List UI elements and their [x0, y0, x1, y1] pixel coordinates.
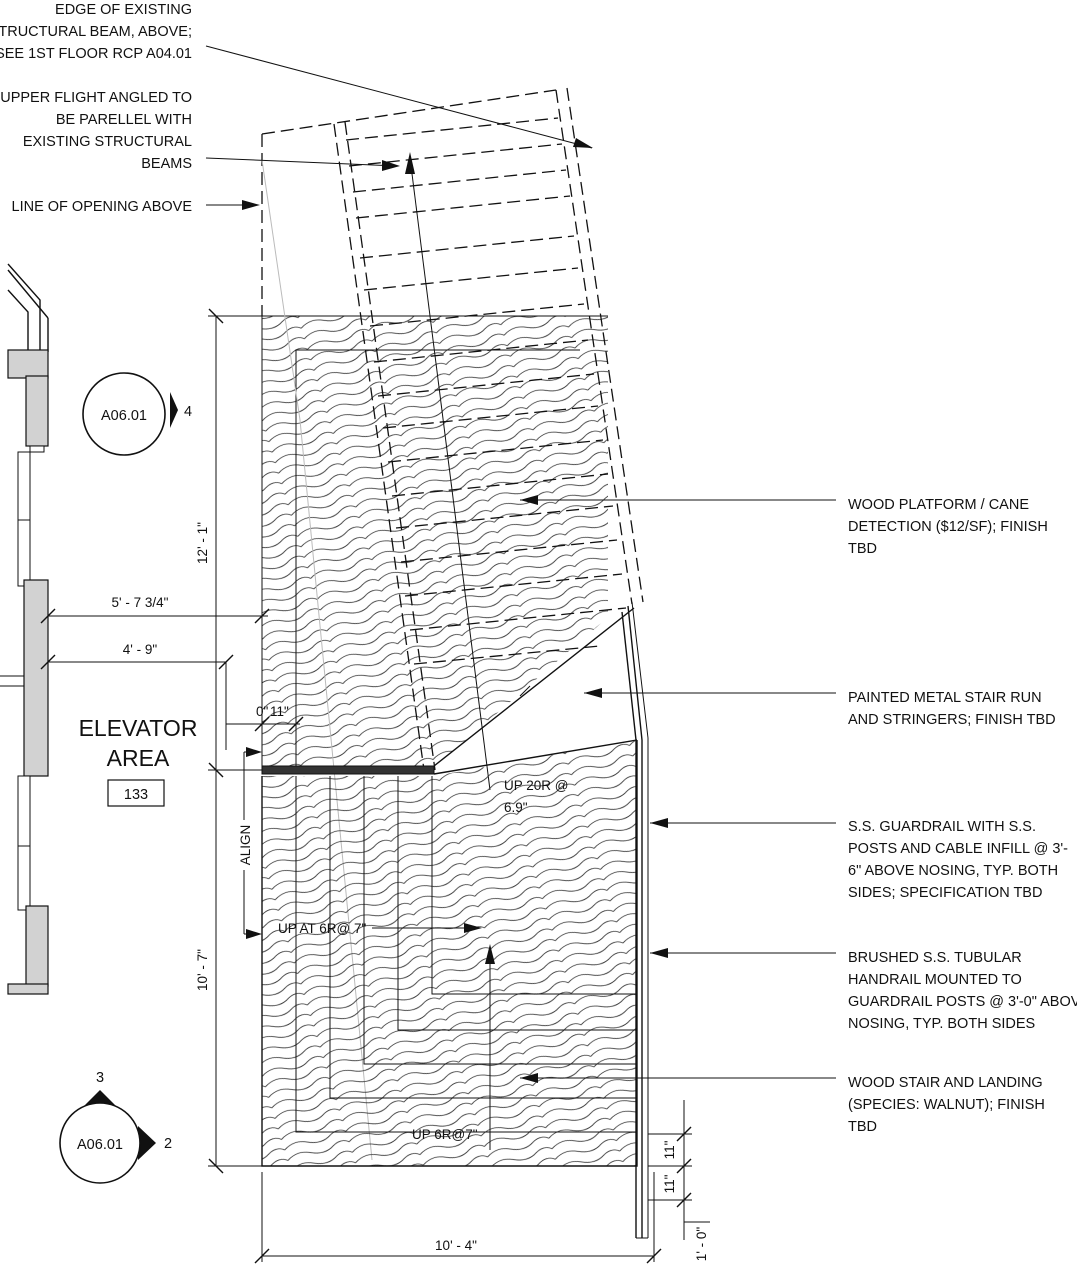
dim-bottom-width: 10' - 4" [435, 1238, 477, 1253]
room-name-line2: AREA [107, 745, 170, 771]
dim-align: ALIGN [238, 825, 253, 866]
note-upper-flight-line4: BEAMS [141, 156, 192, 172]
section-tag-bottom-number-right: 2 [164, 1136, 172, 1152]
note-opening-line1: LINE OF OPENING ABOVE [12, 199, 193, 215]
existing-wall [0, 263, 49, 995]
section-tag-bottom: A06.01 3 2 [59, 1070, 172, 1184]
section-tag-top-number: 4 [184, 404, 192, 420]
dim-upper-height: 12' - 1" [195, 522, 210, 564]
note-guardrail-line4: SIDES; SPECIFICATION TBD [848, 885, 1042, 901]
upper-landing [261, 315, 608, 766]
section-tag-top-sheet: A06.01 [101, 408, 147, 424]
room-tag: ELEVATOR AREA 133 [79, 715, 198, 807]
dim-width-1: 5' - 7 3/4" [112, 595, 169, 610]
upper-flight [261, 87, 644, 1161]
guardrail [621, 601, 649, 1239]
lower-flight [261, 740, 638, 1167]
note-handrail-line3: GUARDRAIL POSTS @ 3'-0" ABOVE [848, 994, 1077, 1010]
stair-label-middle: UP AT 6R@ 7" [278, 921, 366, 936]
stair-label-upper-line1: UP 20R @ [504, 778, 568, 793]
leader-lines [205, 45, 836, 1083]
dim-offset-2: 11" [270, 704, 289, 719]
note-wood-platform-line1: WOOD PLATFORM / CANE [848, 497, 1029, 513]
note-wood-stair-line2: (SPECIES: WALNUT); FINISH [848, 1097, 1045, 1113]
notes-left: EDGE OF EXISTING STRUCTURAL BEAM, ABOVE;… [0, 2, 192, 215]
note-wood-platform-line2: DETECTION ($12/SF); FINISH [848, 519, 1048, 535]
dim-rail-3: 1' - 0" [694, 1227, 709, 1262]
dim-rail-2: 11" [662, 1174, 677, 1193]
note-upper-flight-line3: EXISTING STRUCTURAL [23, 134, 192, 150]
stair-labels: UP 20R @ 6.9" UP AT 6R@ 7" UP 6R@7" [278, 778, 568, 1142]
note-handrail-line4: NOSING, TYP. BOTH SIDES [848, 1016, 1035, 1032]
room-name-line1: ELEVATOR [79, 715, 198, 741]
dim-width-2: 4' - 9" [123, 642, 158, 657]
note-upper-flight-line2: BE PARELLEL WITH [56, 112, 192, 128]
note-guardrail-line2: POSTS AND CABLE INFILL @ 3'- [848, 841, 1068, 857]
notes-right: WOOD PLATFORM / CANE DETECTION ($12/SF);… [848, 497, 1077, 1135]
note-beam-edge-line1: EDGE OF EXISTING [55, 2, 192, 18]
dimension-lines [40, 308, 710, 1264]
note-wood-stair-line1: WOOD STAIR AND LANDING [848, 1075, 1043, 1091]
note-handrail-line1: BRUSHED S.S. TUBULAR [848, 950, 1022, 966]
note-handrail-line2: HANDRAIL MOUNTED TO [848, 972, 1022, 988]
section-tag-bottom-sheet: A06.01 [77, 1137, 123, 1153]
note-metal-stair-line1: PAINTED METAL STAIR RUN [848, 690, 1042, 706]
stair-label-upper-line2: 6.9" [504, 800, 528, 815]
room-number: 133 [124, 787, 148, 803]
note-metal-stair-line2: AND STRINGERS; FINISH TBD [848, 712, 1056, 728]
note-guardrail-line3: 6" ABOVE NOSING, TYP. BOTH [848, 863, 1058, 879]
section-tag-bottom-number-top: 3 [96, 1070, 104, 1086]
dim-rail-1: 11" [662, 1140, 677, 1159]
dim-lower-height: 10' - 7" [195, 949, 210, 991]
note-upper-flight-line1: UPPER FLIGHT ANGLED TO [0, 90, 192, 106]
note-wood-stair-line3: TBD [848, 1119, 877, 1135]
note-beam-edge-line2: STRUCTURAL BEAM, ABOVE; [0, 24, 192, 40]
note-guardrail-line1: S.S. GUARDRAIL WITH S.S. [848, 819, 1036, 835]
dim-offset: 0" [256, 704, 269, 719]
dimension-labels: 12' - 1" 10' - 7" 5' - 7 3/4" 4' - 9" 0"… [112, 522, 709, 1261]
stair-label-lower: UP 6R@7" [412, 1127, 478, 1142]
section-tag-top: A06.01 4 [82, 372, 192, 456]
note-beam-edge-line3: SEE 1ST FLOOR RCP A04.01 [0, 46, 192, 62]
note-wood-platform-line3: TBD [848, 541, 877, 557]
